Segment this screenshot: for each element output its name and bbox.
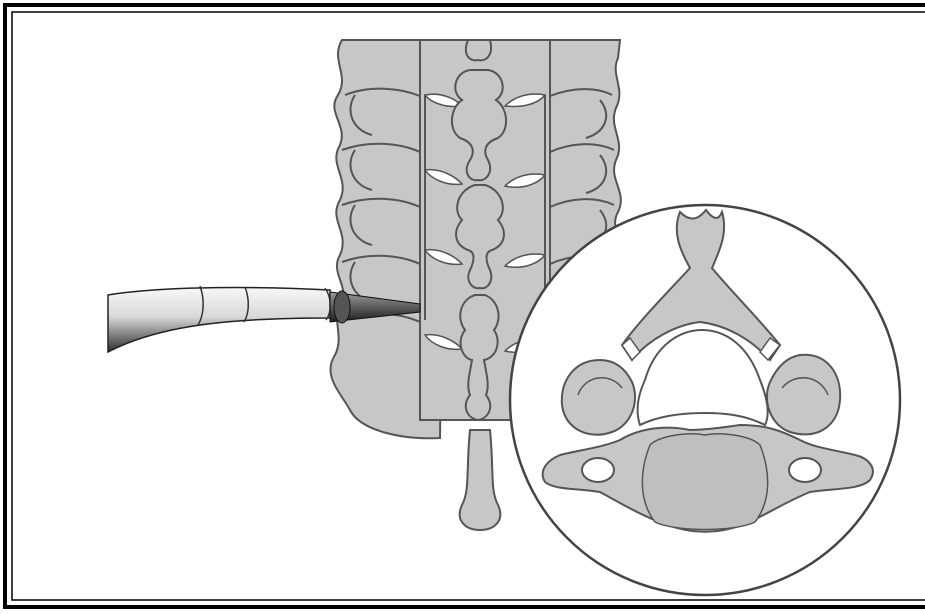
axial-vertebra-inset [510, 205, 900, 595]
burr-head [334, 291, 350, 323]
axial-left-lateral-mass [562, 360, 635, 435]
vertebral-body-outline [642, 434, 767, 530]
left-transverse-foramen [582, 458, 614, 482]
right-transverse-foramen [789, 458, 821, 482]
